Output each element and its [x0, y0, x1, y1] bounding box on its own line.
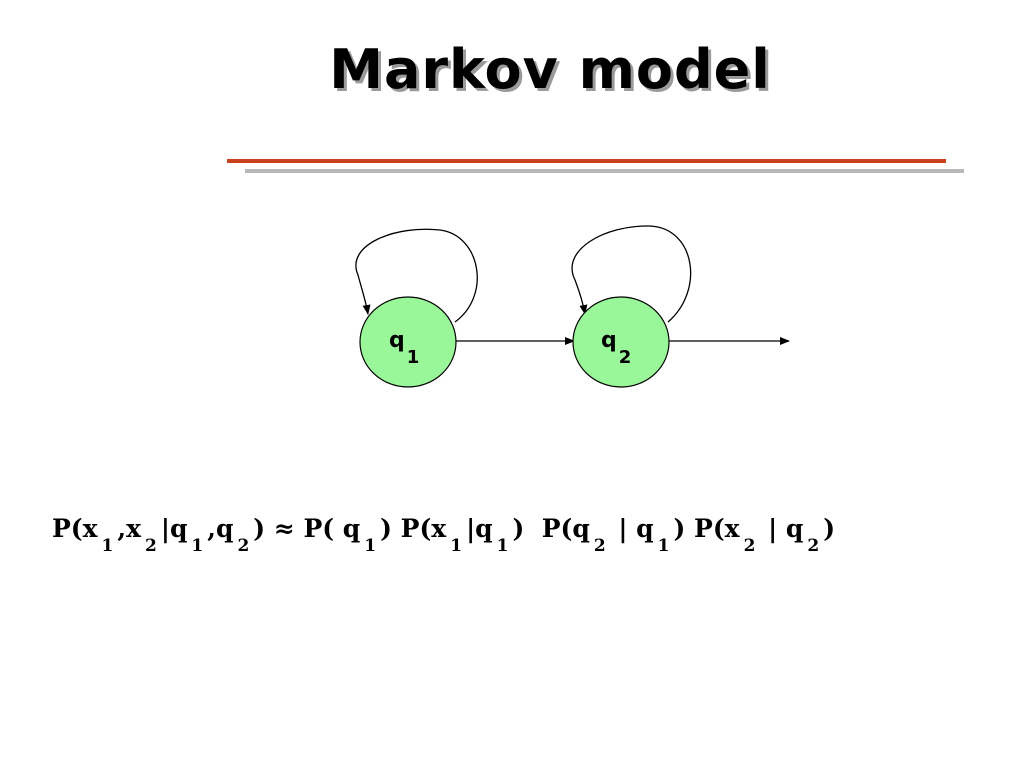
formula-subscript: 1	[191, 536, 204, 556]
title-underline-red	[227, 159, 946, 163]
formula-subscript: 2	[145, 536, 157, 556]
formula-subscript: 1	[101, 536, 114, 556]
formula-subscript: 1	[657, 536, 670, 556]
self-loop-q2	[571, 225, 692, 323]
title-underline-gray	[245, 169, 964, 173]
formula-subscript: 1	[496, 536, 509, 556]
formula-text: | q	[759, 514, 804, 543]
formula-subscript: 2	[807, 536, 820, 556]
formula-subscript: 2	[237, 536, 250, 556]
self-loop-q1	[355, 228, 478, 323]
formula-text: ,q	[207, 514, 234, 543]
state-node-q1	[359, 296, 457, 388]
formula-text: ) P(x	[380, 514, 447, 543]
formula-text: P(x	[52, 514, 98, 543]
formula-subscript: 2	[593, 536, 606, 556]
state-node-q2	[572, 296, 670, 388]
formula-text: |q	[466, 514, 493, 543]
formula-text: ,x	[117, 514, 141, 543]
formula-subscript: 2	[743, 536, 756, 556]
formula-text: )	[823, 514, 836, 543]
formula-subscript: 1	[364, 536, 377, 556]
state-label-q2: q2	[601, 328, 631, 368]
formula-text: ) ≈ P( q	[253, 514, 361, 543]
formula-text: ) P(x	[673, 514, 740, 543]
formula-text: |q	[160, 514, 188, 543]
state-label-q1: q1	[389, 328, 419, 368]
slide-title: Markov model	[329, 38, 771, 101]
formula-text: ) P(q	[512, 514, 590, 543]
formula-subscript: 1	[450, 536, 463, 556]
joint-probability-formula: P(x1,x2|q1,q2) ≈ P( q1) P(x1|q1) P(q2 | …	[52, 514, 836, 556]
formula-text: | q	[609, 514, 654, 543]
